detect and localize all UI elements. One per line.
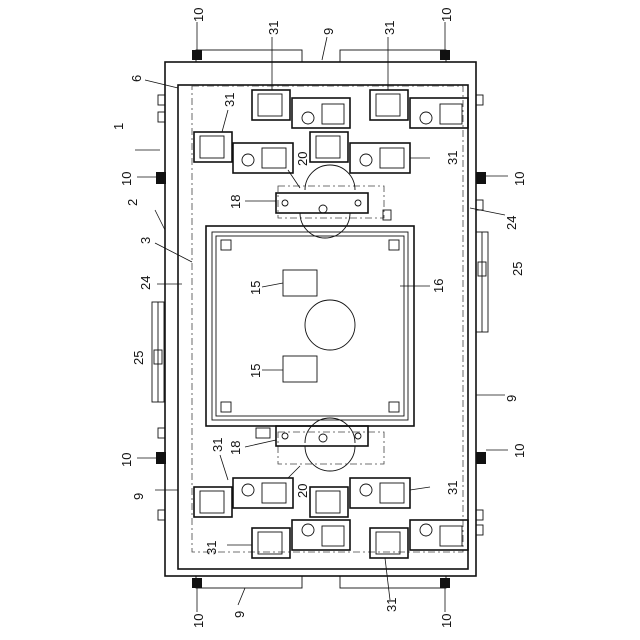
center-hole	[305, 300, 355, 350]
label-15-upper: 15	[248, 281, 263, 295]
label-9-left: 9	[131, 493, 146, 500]
pad-upper	[283, 270, 317, 296]
label-31-left-bottom: 31	[210, 438, 225, 452]
label-9-right: 9	[504, 395, 519, 402]
label-10-right-lower: 10	[512, 444, 527, 458]
label-18-lower: 18	[228, 441, 243, 455]
label-10-bottom-left: 10	[191, 614, 206, 628]
label-25-left: 25	[131, 351, 146, 365]
label-9-bottom: 9	[232, 611, 247, 618]
label-9-top: 9	[321, 28, 336, 35]
label-10-bottom-right: 10	[439, 614, 454, 628]
reference-numerals: 10 10 10 10 10 10 10 10 31 31 31 31 31 3…	[111, 8, 527, 628]
label-6: 6	[129, 75, 144, 82]
label-24-right: 24	[504, 216, 519, 230]
label-10-left-lower: 10	[119, 453, 134, 467]
label-31-left-top: 31	[222, 93, 237, 107]
main-plate	[206, 226, 414, 426]
lower-actuator	[256, 418, 384, 471]
top-rails	[196, 50, 446, 62]
label-31-bottom-left: 31	[204, 541, 219, 555]
label-31-right-bottom: 31	[445, 481, 460, 495]
upper-actuator	[276, 165, 391, 238]
label-31-top-b: 31	[382, 21, 397, 35]
label-15-lower: 15	[248, 364, 263, 378]
label-31-right-top: 31	[445, 151, 460, 165]
label-24-left: 24	[138, 276, 153, 290]
bottom-rails	[196, 576, 446, 588]
unit-cluster-top-left	[194, 90, 350, 173]
label-31-top-a: 31	[266, 21, 281, 35]
label-16: 16	[431, 279, 446, 293]
pad-lower	[283, 356, 317, 382]
label-18-upper: 18	[228, 195, 243, 209]
leader-lines	[135, 22, 508, 612]
label-2: 2	[125, 199, 140, 206]
right-bracket	[476, 232, 488, 332]
label-1: 1	[111, 123, 126, 130]
left-bracket	[152, 302, 164, 402]
label-10-right-upper: 10	[512, 172, 527, 186]
label-10-top-right: 10	[439, 8, 454, 22]
label-3: 3	[138, 237, 153, 244]
label-31-bottom-right: 31	[384, 598, 399, 612]
label-10-left-upper: 10	[119, 172, 134, 186]
label-20-lower: 20	[295, 484, 310, 498]
label-25-right: 25	[510, 262, 525, 276]
label-20-upper: 20	[295, 152, 310, 166]
label-10-top-left: 10	[191, 8, 206, 22]
